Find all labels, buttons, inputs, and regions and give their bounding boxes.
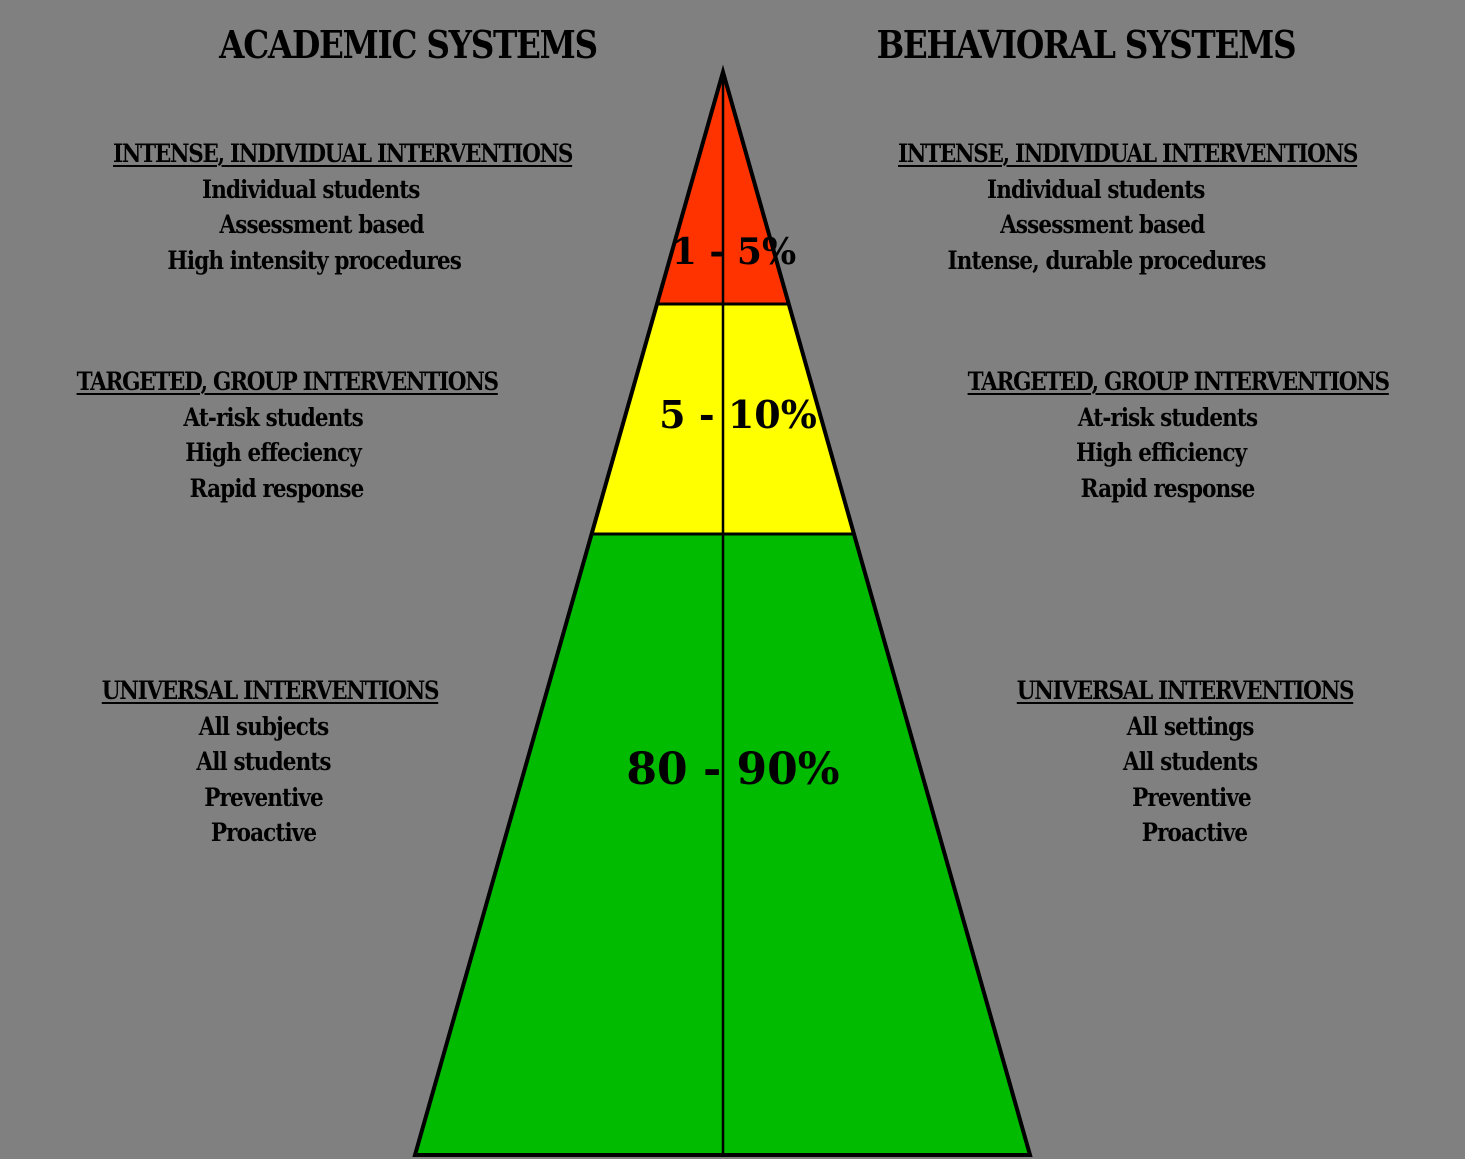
behavioral-intense-line: Individual students: [987, 174, 1205, 204]
top-tier-percent: 1 - 5%: [672, 231, 796, 273]
academic-universal-heading: UNIVERSAL INTERVENTIONS: [101, 676, 440, 705]
academic-universal-line: All students: [196, 747, 331, 776]
academic-systems-title: ACADEMIC SYSTEMS: [219, 22, 598, 67]
academic-intense-line: High intensity procedures: [167, 245, 462, 275]
academic-universal-line: All subjects: [198, 711, 329, 741]
middle-tier-percent: 5 - 10%: [659, 392, 817, 437]
behavioral-intense-line: Assessment based: [1000, 210, 1205, 239]
behavioral-intense-heading: INTENSE, INDIVIDUAL INTERVENTIONS: [898, 139, 1358, 168]
academic-targeted-heading: TARGETED, GROUP INTERVENTIONS: [76, 367, 499, 396]
bottom-tier-percent: 80 - 90%: [626, 744, 839, 795]
academic-universal-line: Preventive: [204, 782, 324, 812]
academic-targeted-line: At-risk students: [183, 402, 363, 432]
behavioral-targeted-block: TARGETED, GROUP INTERVENTIONS At-risk st…: [967, 364, 1390, 506]
academic-targeted-line: High effeciency: [185, 438, 362, 467]
behavioral-universal-heading: UNIVERSAL INTERVENTIONS: [1016, 676, 1355, 705]
academic-universal-line: Proactive: [210, 818, 317, 847]
academic-intense-block: INTENSE, INDIVIDUAL INTERVENTIONS Indivi…: [113, 136, 573, 278]
academic-universal-block: UNIVERSAL INTERVENTIONS All subjects All…: [98, 673, 442, 851]
behavioral-targeted-heading: TARGETED, GROUP INTERVENTIONS: [967, 367, 1390, 396]
behavioral-universal-line: Proactive: [1141, 818, 1248, 847]
pyramid-outline: [412, 64, 1033, 1157]
academic-targeted-line: Rapid response: [189, 473, 365, 503]
behavioral-intense-block: INTENSE, INDIVIDUAL INTERVENTIONS Indivi…: [898, 136, 1358, 278]
behavioral-universal-block: UNIVERSAL INTERVENTIONS All settings All…: [1013, 673, 1357, 851]
behavioral-systems-title: BEHAVIORAL SYSTEMS: [876, 22, 1297, 67]
behavioral-targeted-line: Rapid response: [1080, 473, 1256, 503]
academic-intense-heading: INTENSE, INDIVIDUAL INTERVENTIONS: [113, 139, 573, 168]
behavioral-intense-line: Intense, durable procedures: [947, 245, 1267, 275]
behavioral-universal-line: Preventive: [1132, 782, 1252, 812]
academic-intense-line: Assessment based: [219, 210, 424, 239]
behavioral-targeted-line: High efficiency: [1075, 438, 1247, 467]
behavioral-universal-line: All students: [1123, 747, 1258, 776]
behavioral-targeted-line: At-risk students: [1077, 402, 1258, 432]
academic-intense-line: Individual students: [202, 174, 420, 204]
academic-targeted-block: TARGETED, GROUP INTERVENTIONS At-risk st…: [76, 364, 499, 506]
behavioral-universal-line: All settings: [1126, 711, 1255, 741]
